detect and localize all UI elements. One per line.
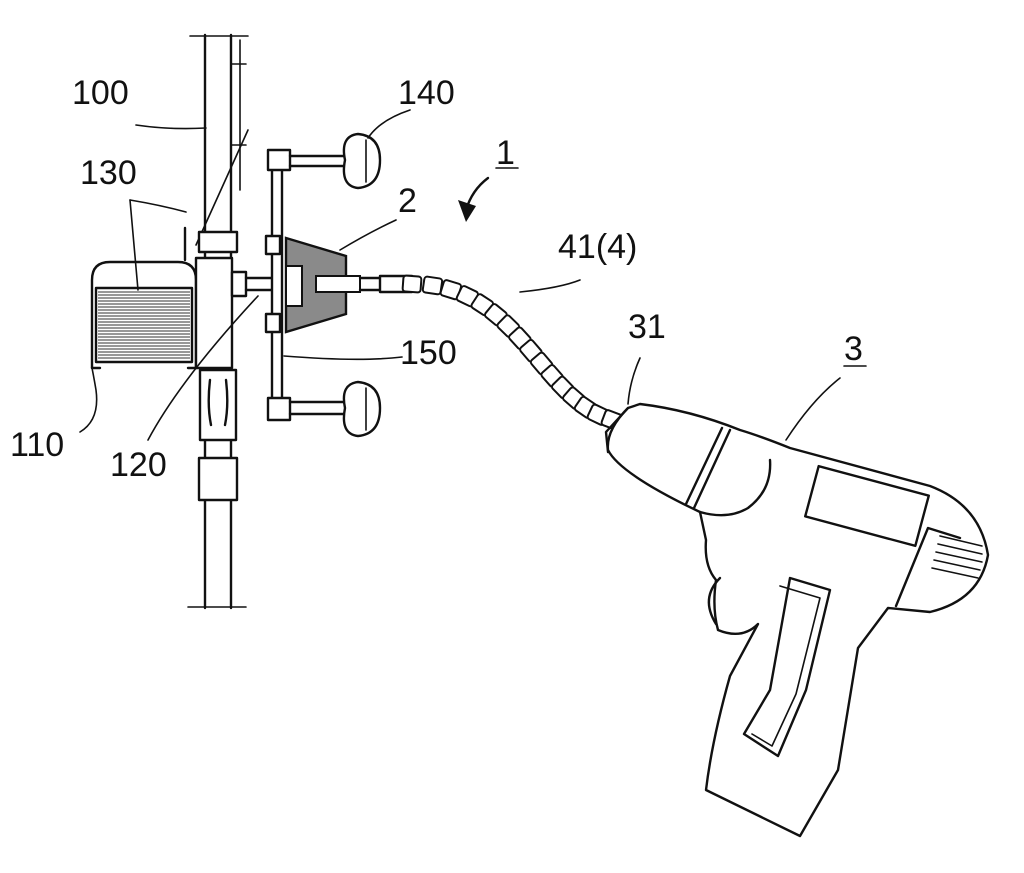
assembly-arrow	[458, 176, 490, 222]
wire-winding	[98, 291, 190, 359]
coupling-unit	[230, 148, 292, 422]
label-130: 130	[80, 154, 137, 192]
flexible-shaft	[358, 274, 624, 431]
vent-slots	[931, 535, 983, 579]
conical-adapter	[284, 236, 361, 334]
label-110: 110	[10, 426, 64, 464]
suction-cup-upper	[288, 132, 382, 190]
label-31: 31	[628, 308, 666, 346]
wire-reel	[90, 226, 234, 370]
label-140: 140	[398, 74, 455, 112]
shaft-segments	[401, 274, 624, 431]
power-drill	[604, 402, 990, 838]
vertical-pipe	[187, 33, 249, 610]
suction-cup-lower	[288, 380, 382, 438]
label-2: 2	[398, 182, 417, 220]
label-150: 150	[400, 334, 457, 372]
label-41-4: 41(4)	[558, 228, 637, 266]
reference-labels: 100 130 140 1 2 41(4) 31 3 150 110 120	[10, 74, 867, 484]
label-1: 1	[496, 134, 515, 172]
label-3: 3	[844, 330, 863, 368]
label-120: 120	[110, 446, 167, 484]
label-100: 100	[72, 74, 129, 112]
leader-lines	[79, 109, 841, 441]
